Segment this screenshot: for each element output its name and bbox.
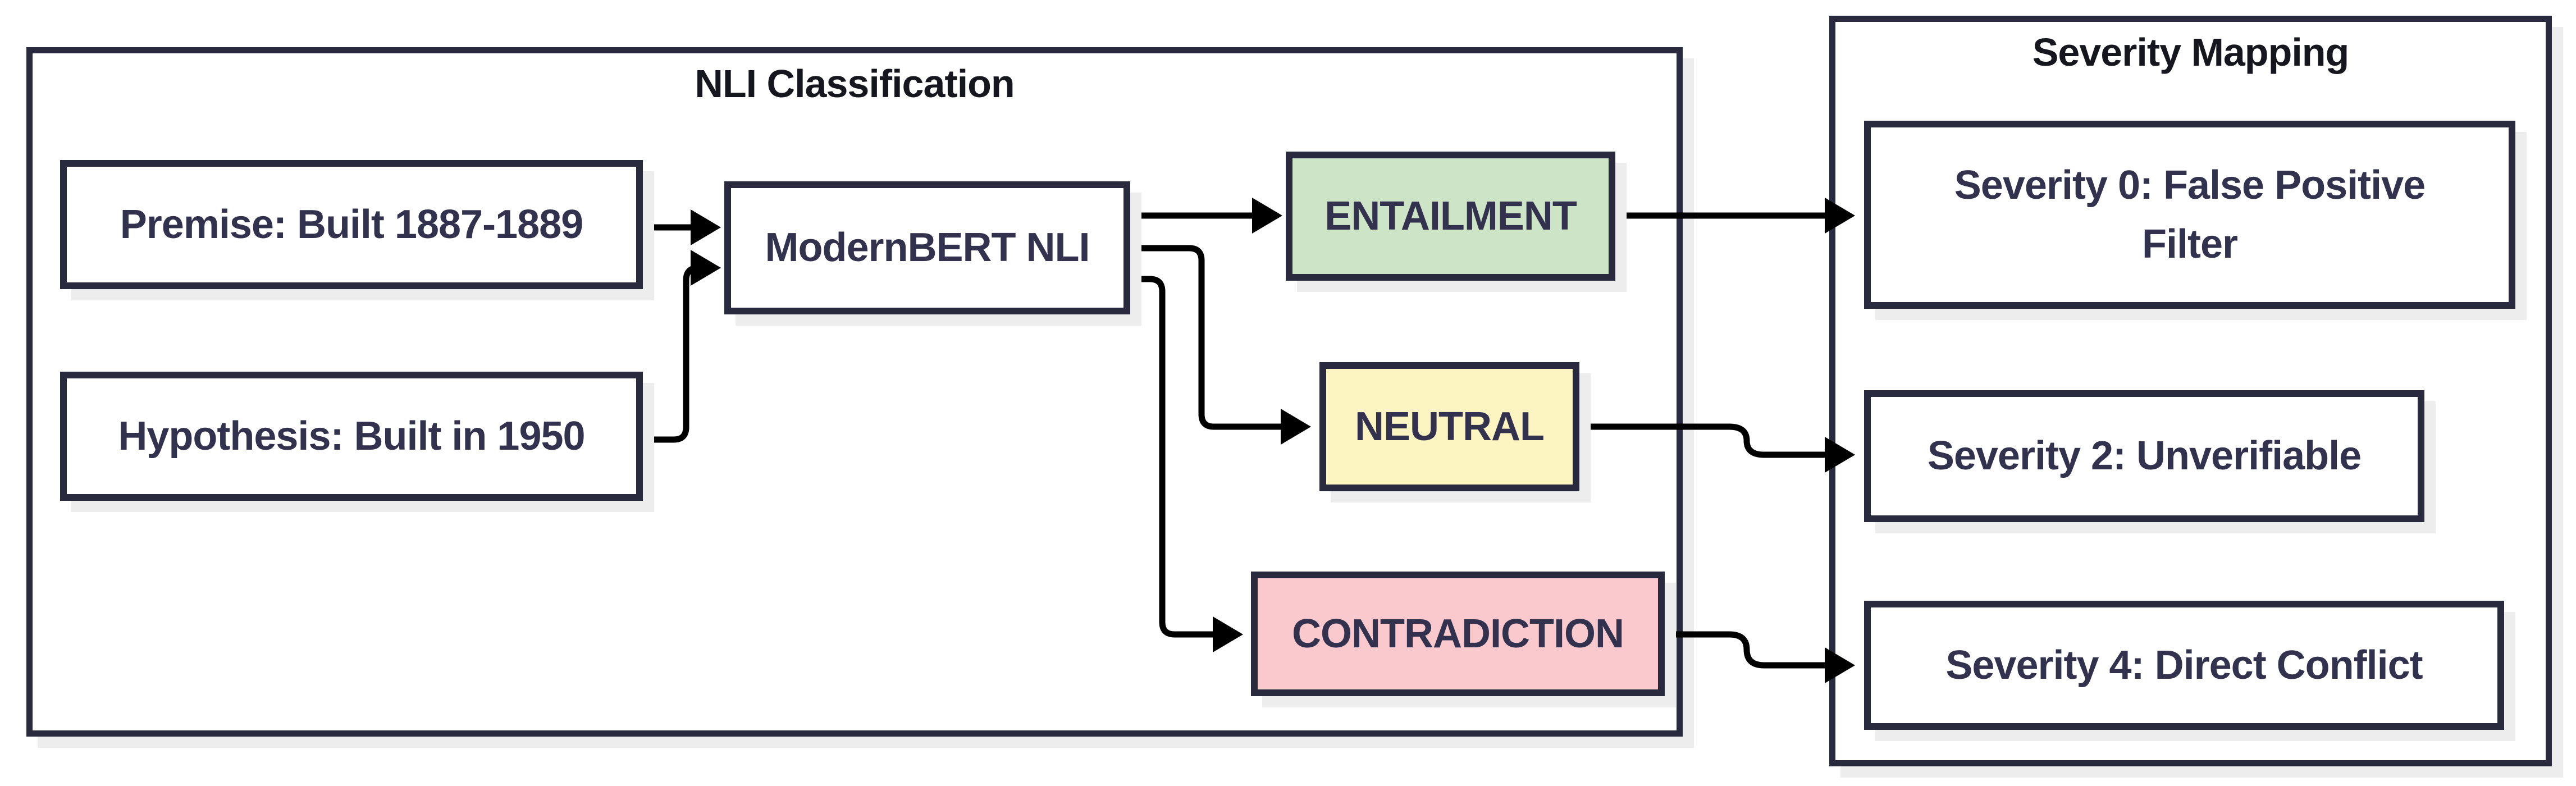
node-premise: Premise: Built 1887-1889 <box>60 160 643 289</box>
node-entailment: ENTAILMENT <box>1286 152 1615 281</box>
node-neutral-label: NEUTRAL <box>1355 404 1545 449</box>
edge-contradiction-to-sev4 <box>1665 631 1825 669</box>
node-hypothesis-label: Hypothesis: Built in 1950 <box>118 413 585 459</box>
node-severity-2-unverifiable: Severity 2: Unverifiable <box>1864 390 2424 522</box>
node-hypothesis: Hypothesis: Built in 1950 <box>60 372 643 501</box>
node-modernbert-nli: ModernBERT NLI <box>724 181 1130 314</box>
node-severity-4-direct-conflict: Severity 4: Direct Conflict <box>1864 601 2504 730</box>
node-neutral: NEUTRAL <box>1319 362 1579 491</box>
node-premise-label: Premise: Built 1887-1889 <box>120 202 583 247</box>
node-modernbert-nli-label: ModernBERT NLI <box>765 225 1090 271</box>
node-severity-4-label: Severity 4: Direct Conflict <box>1945 642 2423 688</box>
node-severity-0-label: Severity 0: False Positive Filter <box>1954 163 2426 267</box>
node-contradiction-label: CONTRADICTION <box>1292 611 1624 656</box>
node-contradiction: CONTRADICTION <box>1251 572 1665 696</box>
node-severity-2-label: Severity 2: Unverifiable <box>1927 433 2362 479</box>
node-entailment-label: ENTAILMENT <box>1324 193 1577 239</box>
severity-cluster-title: Severity Mapping <box>2032 30 2350 74</box>
node-severity-0-false-positive-filter: Severity 0: False Positive Filter <box>1864 121 2515 309</box>
nli-cluster-title: NLI Classification <box>695 62 1015 106</box>
